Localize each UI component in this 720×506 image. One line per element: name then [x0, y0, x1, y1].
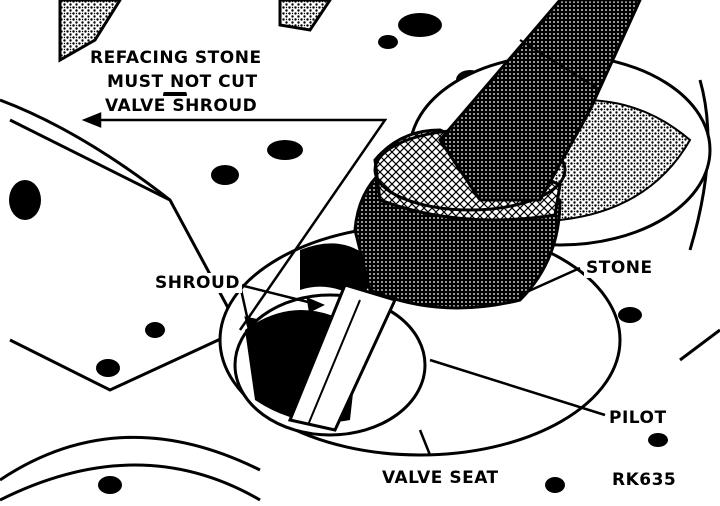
refacing-note-leader [95, 118, 388, 331]
shroud-label: SHROUD [153, 273, 242, 293]
refacing-note-line-3: VALVE SHROUD [103, 96, 260, 116]
leader-lines [81, 112, 606, 456]
stone-leader [519, 266, 581, 297]
refacing-note-line-1: REFACING STONE [88, 48, 264, 68]
refacing-note-line-2: MUST NOT CUT [105, 72, 260, 92]
figure-code: RK635 [610, 470, 679, 490]
valve-seat-label: VALVE SEAT [380, 468, 501, 488]
shroud-leader-a [239, 283, 321, 307]
stone-label: STONE [584, 258, 655, 278]
pilot-label: PILOT [607, 408, 669, 428]
head-holes [9, 13, 668, 494]
pilot-shaft [287, 283, 398, 432]
pilot-leader [429, 358, 606, 417]
grinder-arm [438, 0, 642, 202]
valve-seat-leader [418, 429, 432, 456]
arrowhead [244, 316, 258, 337]
arrowhead [306, 296, 325, 313]
arrowhead [81, 112, 102, 128]
